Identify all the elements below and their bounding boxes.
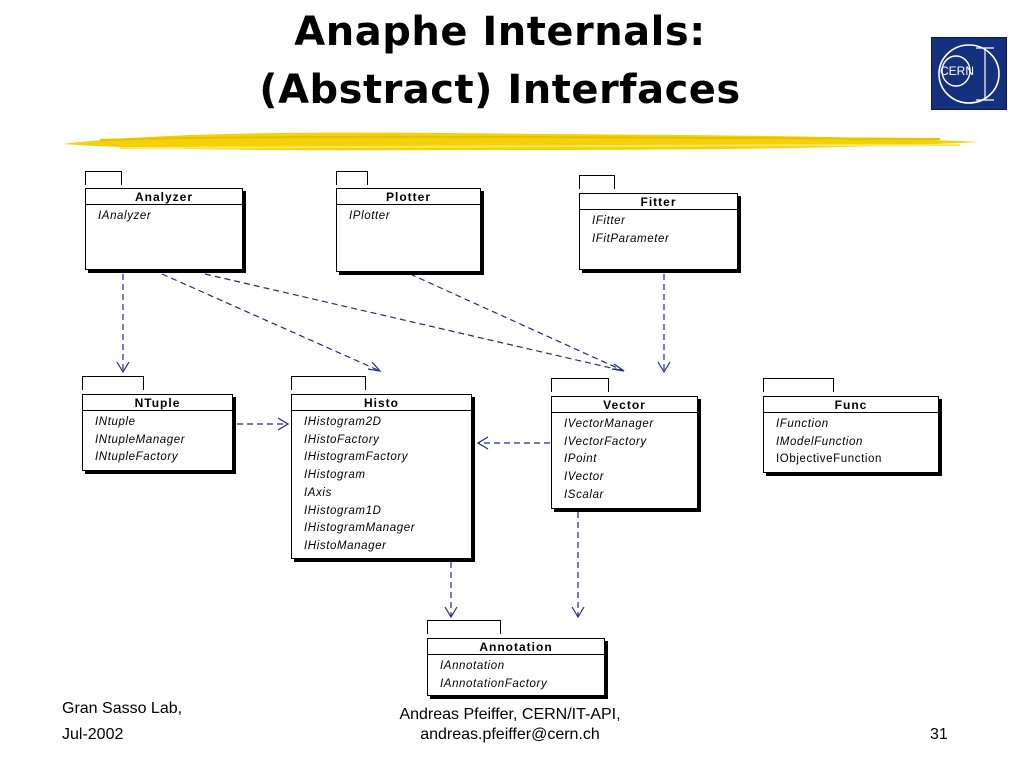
interface-item: IFitter: [592, 215, 626, 227]
package-vector[interactable]: Vector IVectorManager IVectorFactory IPo…: [551, 378, 698, 509]
interface-item: IHistogram1D: [304, 504, 382, 517]
interface-item: INtupleManager: [95, 433, 186, 446]
interface-item: IFitParameter: [592, 232, 670, 245]
slide-title-line1: Anaphe Internals:: [294, 9, 706, 55]
package-ntuple[interactable]: NTuple INtuple INtupleManager INtupleFac…: [82, 376, 233, 471]
interface-item: IHistogramFactory: [304, 451, 409, 464]
package-name: Vector: [552, 397, 697, 413]
interface-item: IHistogram: [304, 469, 366, 482]
interface-item: IObjectiveFunction: [776, 453, 883, 466]
interface-item: IHistogram2D: [304, 416, 382, 428]
package-func[interactable]: Func IFunction IModelFunction IObjective…: [763, 378, 939, 473]
arrow-plotter-vector: [409, 273, 625, 372]
interface-item: IPoint: [564, 453, 598, 466]
slide-title-line2: (Abstract) Interfaces: [259, 67, 741, 113]
yellow-brush-stroke: [62, 132, 980, 151]
interface-item: IAxis: [304, 486, 332, 499]
package-tab: [336, 171, 368, 185]
interface-item: INtupleFactory: [95, 451, 179, 464]
arrow-analyzer-vector: [204, 273, 625, 372]
package-tab: [579, 175, 615, 189]
page-number: 31: [930, 726, 948, 743]
interface-item: IFunction: [776, 418, 829, 430]
interface-item: IHistogramManager: [304, 522, 416, 535]
package-name: NTuple: [83, 395, 232, 411]
package-tab: [427, 620, 501, 634]
interface-item: IVectorFactory: [564, 435, 647, 448]
package-name: Annotation: [428, 639, 604, 655]
interface-item: INtuple: [95, 416, 136, 428]
package-plotter[interactable]: Plotter IPlotter: [336, 171, 481, 272]
interface-item: IScalar: [564, 488, 604, 501]
package-name: Plotter: [337, 189, 480, 205]
interface-item: IHistoManager: [304, 539, 387, 552]
logo-text: CERN: [940, 64, 974, 78]
interface-item: IVector: [564, 471, 605, 484]
package-name: Fitter: [580, 194, 737, 210]
interface-item: IPlotter: [349, 210, 391, 222]
package-tab: [291, 376, 366, 390]
interface-item: IAnalyzer: [98, 210, 152, 222]
footer-author: Andreas Pfeiffer, CERN/IT-API, andreas.p…: [399, 706, 621, 743]
package-analyzer[interactable]: Analyzer IAnalyzer: [85, 171, 243, 270]
package-name: Analyzer: [86, 189, 242, 205]
arrow-analyzer-histo: [161, 273, 381, 372]
interface-item: IHistoFactory: [304, 433, 380, 446]
interface-item: IAnnotation: [440, 660, 505, 672]
package-tab: [82, 376, 144, 390]
package-tab: [551, 378, 609, 392]
interface-item: IAnnotationFactory: [440, 677, 548, 690]
footer-location-date: Gran Sasso Lab, Jul-2002: [62, 700, 183, 743]
package-fitter[interactable]: Fitter IFitter IFitParameter: [579, 175, 738, 270]
package-histo[interactable]: Histo IHistogram2D IHistoFactory IHistog…: [291, 376, 472, 559]
interface-item: IModelFunction: [776, 435, 864, 448]
interface-item: IVectorManager: [564, 418, 654, 430]
package-tab: [763, 378, 834, 392]
cern-logo: CERN: [931, 37, 1007, 110]
package-name: Histo: [292, 395, 471, 411]
package-tab: [85, 171, 122, 185]
package-annotation[interactable]: Annotation IAnnotation IAnnotationFactor…: [427, 620, 605, 696]
package-name: Func: [764, 397, 938, 413]
